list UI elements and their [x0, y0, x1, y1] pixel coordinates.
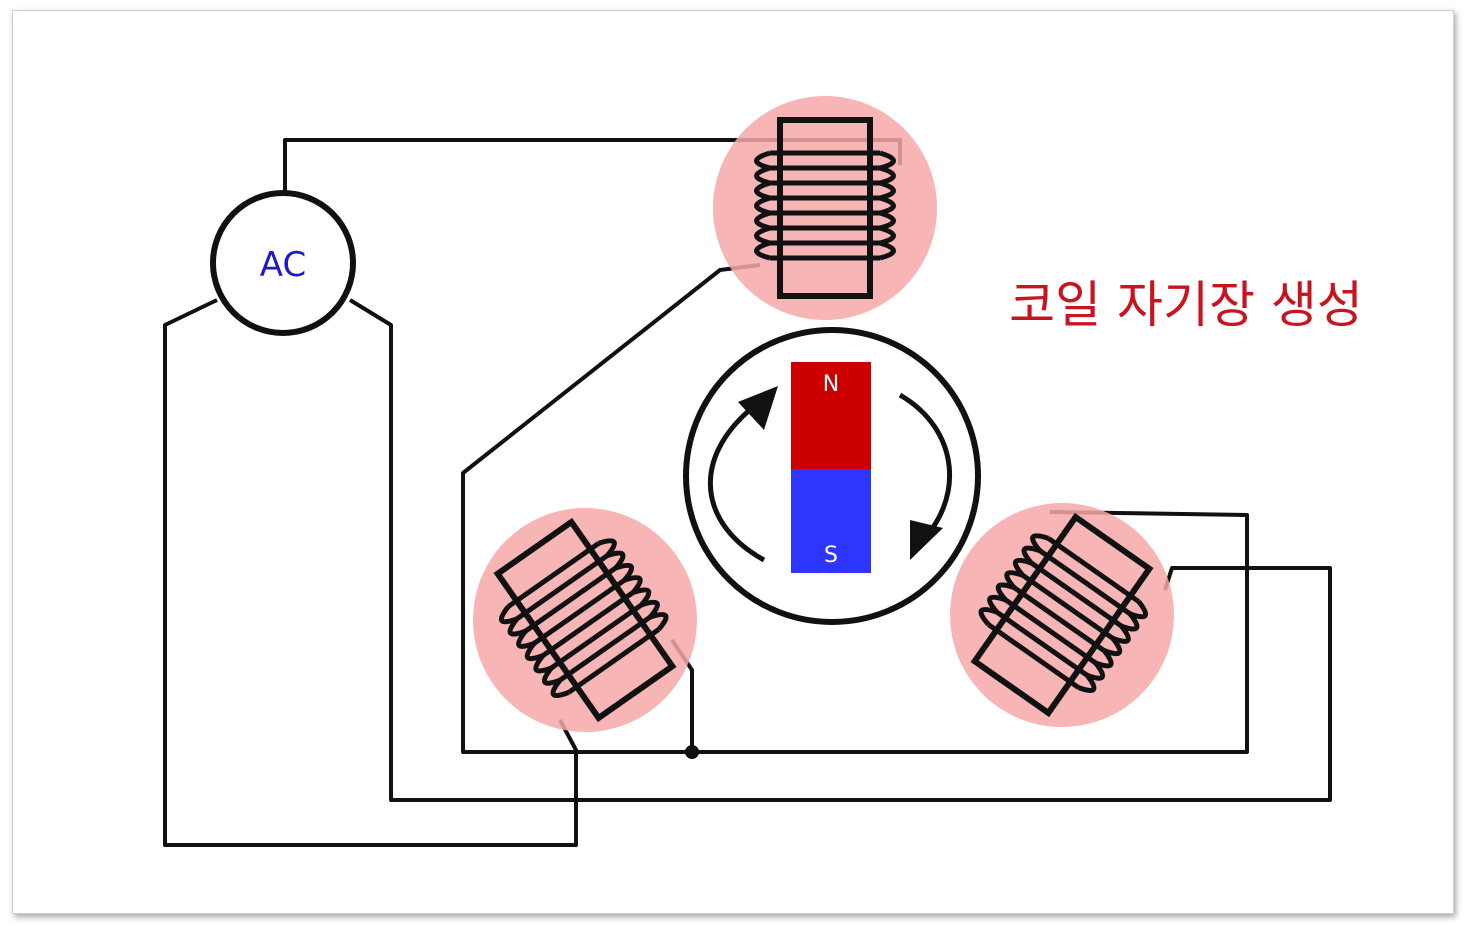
ac-source-label: AC: [260, 245, 306, 285]
bar-magnet: [791, 362, 871, 573]
ac-source-circle: [210, 190, 356, 336]
wire-top-coil-to-bus: [461, 263, 1249, 754]
diagram-title: 코일 자기장 생성: [1009, 276, 1363, 334]
wire-junction-dot: [685, 745, 699, 759]
wire-ac-right-to-bottom-bus: [348, 298, 1332, 802]
magnet-south-pole: [791, 469, 871, 573]
north-pole-label: N: [823, 372, 839, 397]
south-pole-label: S: [824, 543, 838, 568]
magnet-north-pole: [791, 362, 871, 469]
arrowhead-left-icon: [738, 386, 778, 430]
coil-top: [713, 96, 937, 320]
arrowhead-right-icon: [910, 520, 943, 560]
wire-ac-left-to-lower-left-coil: [163, 298, 578, 847]
rotation-arrow-left: [707, 406, 766, 563]
